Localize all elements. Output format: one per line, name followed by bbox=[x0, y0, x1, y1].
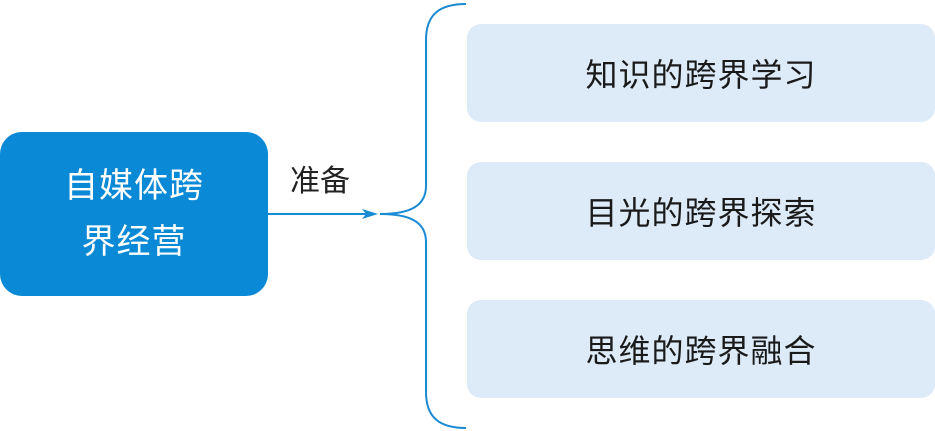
child-node-1: 知识的跨界学习 bbox=[467, 24, 935, 122]
child-node-2: 目光的跨界探索 bbox=[467, 162, 935, 260]
child-node-3: 思维的跨界融合 bbox=[467, 300, 935, 398]
edge-label: 准备 bbox=[290, 164, 350, 199]
root-label-line1: 自媒体跨 bbox=[64, 166, 204, 206]
child-label-1: 知识的跨界学习 bbox=[585, 56, 817, 94]
brace-bracket bbox=[379, 3, 467, 429]
root-label-line2: 界经营 bbox=[81, 222, 187, 262]
root-node: 自媒体跨 界经营 bbox=[0, 132, 268, 296]
arrowhead-icon bbox=[362, 209, 378, 219]
child-label-2: 目光的跨界探索 bbox=[585, 194, 817, 232]
child-label-3: 思维的跨界融合 bbox=[585, 332, 817, 370]
